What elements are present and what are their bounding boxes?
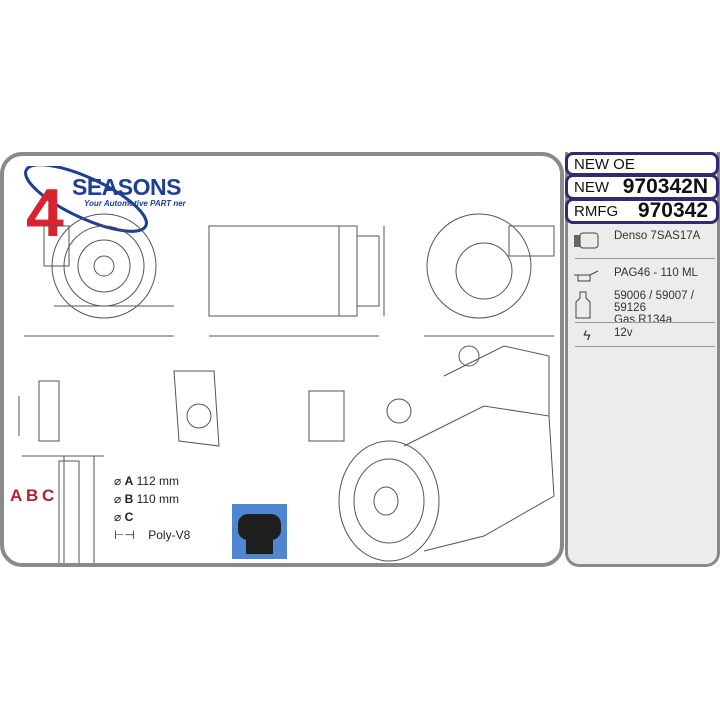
belt-icon: ⊢⊣: [114, 528, 135, 542]
compressor-icon: [574, 232, 599, 249]
brand-tagline: Your Automotive PART ner: [84, 199, 186, 208]
oil-can-icon: [574, 270, 599, 282]
dimension-letter-b: B: [26, 486, 39, 505]
divider: [575, 258, 715, 259]
diameter-b: ⌀ B 110 mm: [114, 492, 180, 506]
belt-type: ⊢⊣ Poly-V8: [114, 528, 191, 542]
brand-name: SEASONS: [72, 174, 181, 200]
diameter-c: ⌀ C: [114, 510, 134, 524]
svg-text:4: 4: [26, 175, 64, 241]
new-oe-box: NEW OE: [565, 152, 719, 176]
diameter-a: ⌀ A 112 mm: [114, 474, 180, 488]
connector-photo: [232, 504, 287, 559]
product-drawing-panel: 4 SEASONS Your Automotive PART ner A B C…: [0, 152, 564, 567]
rmfg-part-number: 970342: [637, 199, 708, 222]
divider: [575, 346, 715, 347]
logo-graphic: 4: [24, 163, 148, 251]
spec-compressor: Denso 7SAS17A: [572, 230, 700, 250]
lightning-icon: ϟ: [583, 327, 591, 343]
spec-oil: PAG46 - 110 ML: [572, 267, 698, 287]
new-part-number: 970342N: [622, 175, 708, 198]
dimension-letter-a: A: [10, 486, 23, 505]
technical-drawing: [18, 213, 555, 563]
bottle-icon: [575, 291, 591, 319]
divider: [575, 322, 715, 323]
brand-logo: 4 SEASONS Your Automotive PART ner: [16, 163, 186, 251]
dimension-letter-c: C: [42, 486, 55, 505]
spec-voltage: ϟ 12v: [572, 327, 632, 347]
